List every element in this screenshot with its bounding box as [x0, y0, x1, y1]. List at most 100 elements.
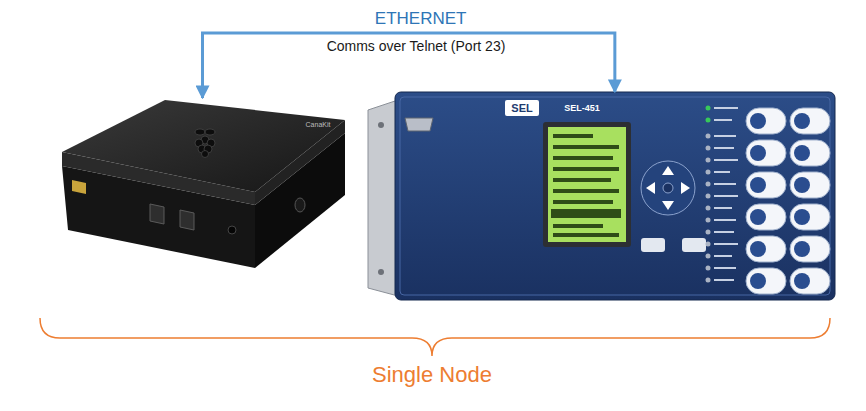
pushbuttons — [790, 108, 830, 134]
protection-relay — [400, 97, 830, 295]
status-leds — [714, 147, 734, 149]
status-leds — [706, 230, 711, 235]
pushbuttons — [794, 273, 810, 289]
lcd-screen — [553, 233, 619, 237]
raspberry-logo — [195, 129, 205, 135]
raspberry-logo — [205, 129, 215, 135]
lcd-screen — [553, 145, 619, 149]
raspberry-pi-case — [180, 210, 194, 230]
lcd-screen — [553, 178, 611, 182]
lcd-screen — [551, 209, 621, 218]
status-leds — [714, 207, 732, 209]
protection-relay — [405, 118, 433, 131]
lcd-screen — [553, 134, 593, 138]
status-leds — [706, 170, 711, 175]
pushbuttons — [790, 172, 830, 198]
status-leds — [714, 119, 732, 121]
status-leds — [706, 158, 711, 163]
keypad — [682, 238, 706, 252]
pushbuttons — [750, 145, 766, 161]
status-leds — [706, 134, 711, 139]
pushbuttons — [750, 177, 766, 193]
raspberry-pi-case — [150, 204, 164, 224]
pushbuttons — [750, 273, 766, 289]
group-caption: Single Node — [372, 362, 492, 387]
raspberry-pi-case — [72, 180, 86, 194]
pushbuttons — [750, 113, 766, 129]
status-leds — [714, 159, 738, 161]
pushbuttons — [746, 108, 830, 294]
status-leds — [714, 231, 734, 233]
pushbuttons — [750, 209, 766, 225]
lcd-screen — [553, 224, 603, 228]
raspberry-pi-case — [228, 226, 236, 234]
pushbuttons — [746, 268, 786, 294]
grouping-brace — [40, 318, 830, 356]
protection-relay — [368, 92, 835, 300]
pushbuttons — [746, 140, 786, 166]
status-leds — [714, 279, 734, 281]
status-leds — [714, 243, 738, 245]
computer-node: CanaKit — [55, 98, 350, 270]
status-leds — [706, 182, 711, 187]
status-leds — [714, 195, 738, 197]
raspberry-pi-case — [62, 100, 345, 268]
raspberry-pi-case — [62, 100, 345, 192]
pushbuttons — [794, 113, 810, 129]
logo-text: SEL — [511, 102, 532, 115]
pushbuttons — [750, 241, 766, 257]
status-leds — [706, 254, 711, 259]
lcd-screen — [553, 167, 619, 171]
raspberry-pi-case — [295, 198, 305, 212]
model-label: SEL-451 — [564, 103, 600, 113]
raspberry-logo — [195, 129, 215, 158]
keypad — [641, 161, 706, 252]
protection-relay — [378, 269, 384, 275]
pushbuttons — [790, 268, 830, 294]
pushbuttons — [746, 236, 786, 262]
keypad — [681, 182, 690, 194]
keypad — [662, 201, 674, 210]
pushbuttons — [746, 108, 786, 134]
pushbuttons — [794, 145, 810, 161]
status-leds — [714, 107, 738, 109]
status-leds — [706, 206, 711, 211]
keypad — [663, 183, 673, 193]
lcd-screen — [553, 200, 613, 204]
status-leds — [706, 194, 711, 199]
status-leds — [706, 278, 711, 283]
status-leds — [706, 106, 739, 283]
pushbuttons — [794, 209, 810, 225]
status-leds — [714, 135, 736, 137]
pushbuttons — [790, 236, 830, 262]
status-leds — [706, 146, 711, 151]
status-leds — [706, 106, 711, 111]
keypad — [646, 182, 655, 194]
keypad — [662, 166, 674, 175]
pushbuttons — [794, 241, 810, 257]
pushbuttons — [790, 140, 830, 166]
edge-label: ETHERNET — [375, 9, 467, 29]
pushbuttons — [790, 204, 830, 230]
lcd-screen — [543, 122, 631, 247]
pushbuttons — [746, 172, 786, 198]
keypad — [641, 161, 695, 215]
brand-label: CanaKit — [306, 121, 331, 129]
status-leds — [714, 219, 736, 221]
status-leds — [706, 266, 711, 271]
lcd-screen — [553, 156, 613, 160]
relay-node: SEL SEL-451 — [365, 92, 840, 304]
status-leds — [714, 255, 732, 257]
ethernet-link — [203, 33, 615, 98]
protocol-note: Comms over Telnet (Port 23) — [327, 38, 506, 54]
lcd-screen — [553, 189, 619, 193]
raspberry-logo — [202, 151, 209, 158]
status-leds — [714, 171, 730, 173]
pushbuttons — [746, 204, 786, 230]
status-leds — [706, 242, 711, 247]
